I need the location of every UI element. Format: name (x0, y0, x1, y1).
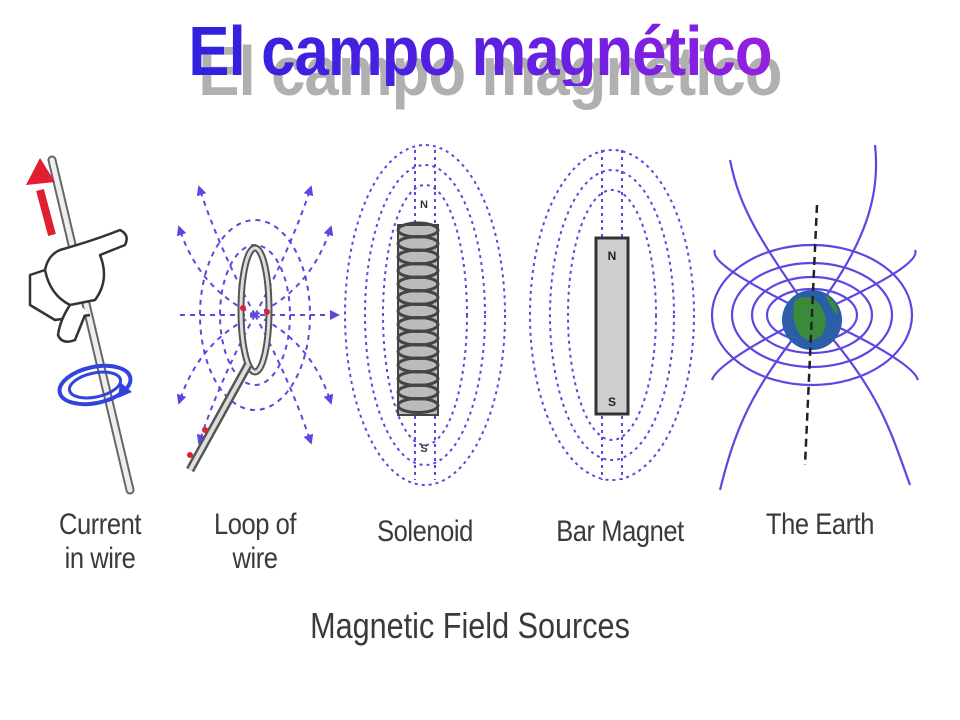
label-current-in-wire: Current in wire (49, 508, 151, 576)
coil-turn (396, 397, 440, 414)
label-line: Bar Magnet (556, 515, 684, 548)
loop-of-wire-figure (176, 185, 340, 445)
solenoid-south-label: S (420, 443, 427, 455)
label-line: Loop of (213, 508, 297, 541)
label-loop-of-wire: Loop of wire (204, 508, 306, 576)
label-the-earth: The Earth (752, 508, 888, 542)
bar-magnet-icon (594, 236, 630, 416)
solenoid-coil-icon (396, 221, 440, 416)
earth-globe-icon (782, 204, 842, 466)
solenoid-field-lines (344, 144, 506, 486)
page-title: El campo magnético (58, 16, 903, 86)
magnetic-field-diagram: N S N S (26, 144, 920, 495)
label-solenoid: Solenoid (366, 515, 485, 549)
wire-loop-icon (186, 244, 273, 473)
label-bar-magnet: Bar Magnet (544, 515, 697, 549)
label-line: Current (58, 508, 142, 541)
current-arrow-icon (26, 158, 55, 185)
label-line: wire (232, 542, 278, 575)
current-in-wire-figure (26, 155, 135, 495)
bar-magnet-south-label: S (608, 395, 616, 409)
bar-magnet-field-lines (529, 149, 695, 481)
title-area: El campo magnético El campo magnético (0, 8, 960, 118)
label-line: The Earth (765, 508, 875, 541)
title-shadow: El campo magnético (68, 36, 913, 106)
bar-magnet-north-label: N (608, 249, 617, 263)
label-line: Solenoid (377, 515, 473, 548)
label-line: in wire (64, 542, 136, 575)
diagram-caption: Magnetic Field Sources (310, 605, 630, 646)
hand-icon (28, 228, 128, 322)
solenoid-north-label: N (420, 199, 428, 211)
